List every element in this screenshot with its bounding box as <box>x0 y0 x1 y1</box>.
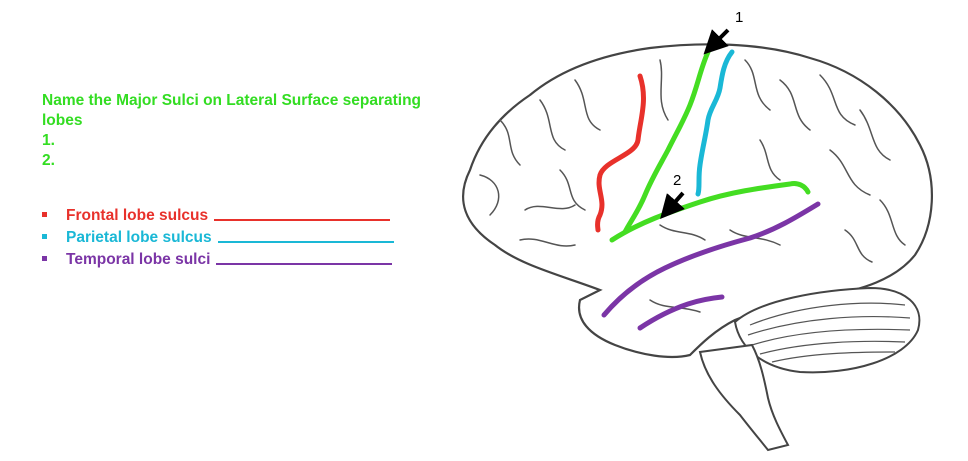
legend-label-parietal: Parietal lobe sulcus <box>66 229 212 246</box>
legend-label-temporal: Temporal lobe sulci <box>66 251 211 268</box>
arrow-down-left-icon <box>703 28 730 55</box>
answer-blank-frontal[interactable] <box>214 219 391 221</box>
pointer-1: 1 <box>703 9 743 55</box>
pointer-1-label: 1 <box>735 9 743 26</box>
legend-bullet-temporal <box>42 256 47 261</box>
gyral-folds <box>479 59 906 313</box>
central-sulcus <box>622 49 711 235</box>
legend-bullet-parietal <box>42 234 47 239</box>
lateral-sulcus <box>609 181 811 243</box>
answer-blank-parietal[interactable] <box>217 241 394 243</box>
legend-label-frontal: Frontal lobe sulcus <box>66 207 209 224</box>
legend-item-frontal: Frontal lobe sulcus <box>42 203 394 225</box>
legend-item-parietal: Parietal lobe sulcus <box>42 225 394 247</box>
sulcus-legend: Frontal lobe sulcus Parietal lobe sulcus… <box>42 203 394 269</box>
legend-item-temporal: Temporal lobe sulci <box>42 247 394 269</box>
cerebellum-folia <box>747 302 911 363</box>
pointer-2-label: 2 <box>673 172 681 189</box>
question-title-line2: lobes <box>42 112 83 129</box>
pointer-2: 2 <box>660 172 685 219</box>
brainstem <box>698 343 790 452</box>
inferior-temporal-sulcus <box>637 294 725 331</box>
superior-temporal-sulcus <box>601 201 821 318</box>
question-title-line1: Name the Major Sulci on Lateral Surface … <box>42 92 422 109</box>
parietal-lobe-sulcus <box>695 49 735 197</box>
cerebellum <box>733 286 921 374</box>
legend-bullet-frontal <box>42 212 47 217</box>
arrow-down-left-icon <box>660 191 685 219</box>
answer-2-label: 2. <box>42 152 55 169</box>
question-block: Name the Major Sulci on Lateral Surface … <box>42 91 462 171</box>
frontal-lobe-sulcus <box>595 73 646 233</box>
answer-blank-temporal[interactable] <box>216 263 393 265</box>
answer-1-label: 1. <box>42 132 55 149</box>
